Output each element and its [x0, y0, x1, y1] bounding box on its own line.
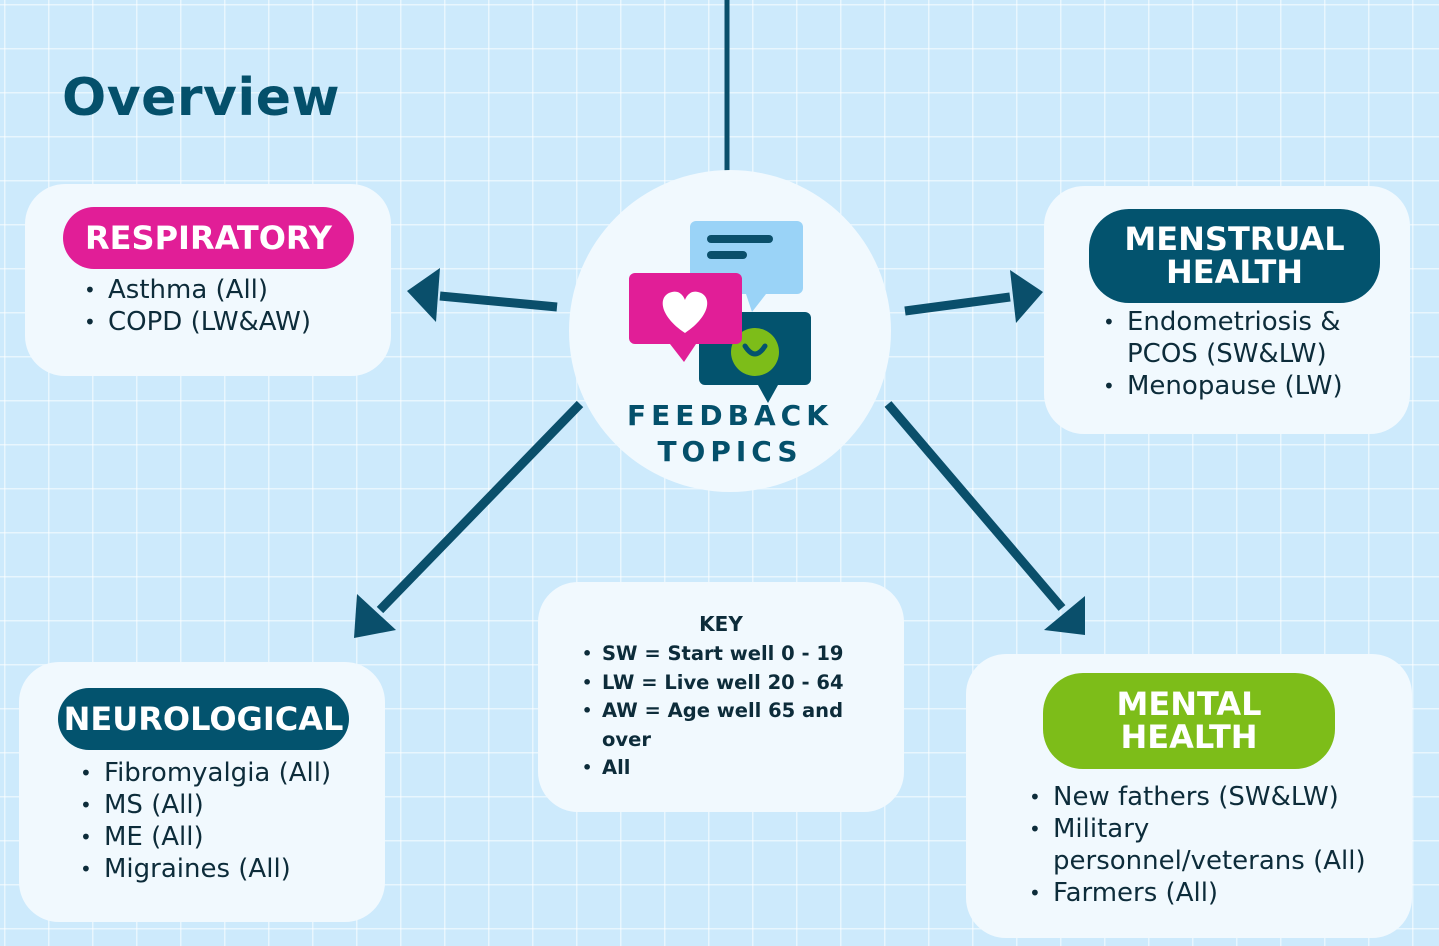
mental-health-list: New fathers (SW&LW) Military personnel/v… — [1029, 781, 1389, 909]
list-item: Endometriosis & PCOS (SW&LW) — [1103, 306, 1383, 370]
heading-line: HEALTH — [1120, 718, 1258, 756]
heading-line: MENTAL — [1116, 685, 1262, 724]
key-title: KEY — [699, 612, 743, 636]
arrow-to-neurological — [354, 400, 584, 638]
list-item: AW = Age well 65 and over — [582, 697, 882, 754]
heading-line: HEALTH — [1165, 253, 1304, 291]
list-item: SW = Start well 0 - 19 — [582, 640, 882, 669]
list-item: All — [582, 754, 882, 783]
arrow-to-respiratory — [407, 268, 558, 322]
list-item: Military personnel/veterans (All) — [1029, 813, 1389, 877]
neurological-heading: NEUROLOGICAL — [58, 688, 349, 750]
list-item: COPD (LW&AW) — [84, 306, 384, 338]
mental-health-heading: MENTAL HEALTH — [1043, 673, 1335, 769]
menstrual-health-heading: MENSTRUAL HEALTH — [1089, 209, 1380, 303]
key-card: KEY SW = Start well 0 - 19 LW = Live wel… — [538, 582, 904, 812]
list-item: Farmers (All) — [1029, 877, 1389, 909]
respiratory-heading: RESPIRATORY — [63, 207, 354, 269]
page-title: Overview — [62, 68, 341, 128]
heart-bubble-icon — [629, 273, 742, 362]
list-item: ME (All) — [80, 821, 380, 853]
key-list: SW = Start well 0 - 19 LW = Live well 20… — [582, 640, 882, 783]
list-item: New fathers (SW&LW) — [1029, 781, 1389, 813]
chat-bubbles-icon — [629, 221, 811, 403]
list-item: MS (All) — [80, 789, 380, 821]
list-item: LW = Live well 20 - 64 — [582, 669, 882, 698]
respiratory-list: Asthma (All) COPD (LW&AW) — [84, 274, 384, 338]
hub-label-line1: FEEDBACK — [627, 399, 833, 432]
menstrual-health-list: Endometriosis & PCOS (SW&LW) Menopause (… — [1103, 306, 1383, 402]
arrow-to-menstrual — [904, 270, 1043, 323]
hub-label-line2: TOPICS — [657, 435, 803, 468]
list-item: Asthma (All) — [84, 274, 384, 306]
list-item: Menopause (LW) — [1103, 370, 1383, 402]
list-item: Migraines (All) — [80, 853, 380, 885]
arrow-to-mental-health — [884, 401, 1085, 635]
list-item: Fibromyalgia (All) — [80, 757, 380, 789]
heading-line: MENSTRUAL — [1124, 220, 1345, 259]
neurological-list: Fibromyalgia (All) MS (All) ME (All) Mig… — [80, 757, 380, 885]
